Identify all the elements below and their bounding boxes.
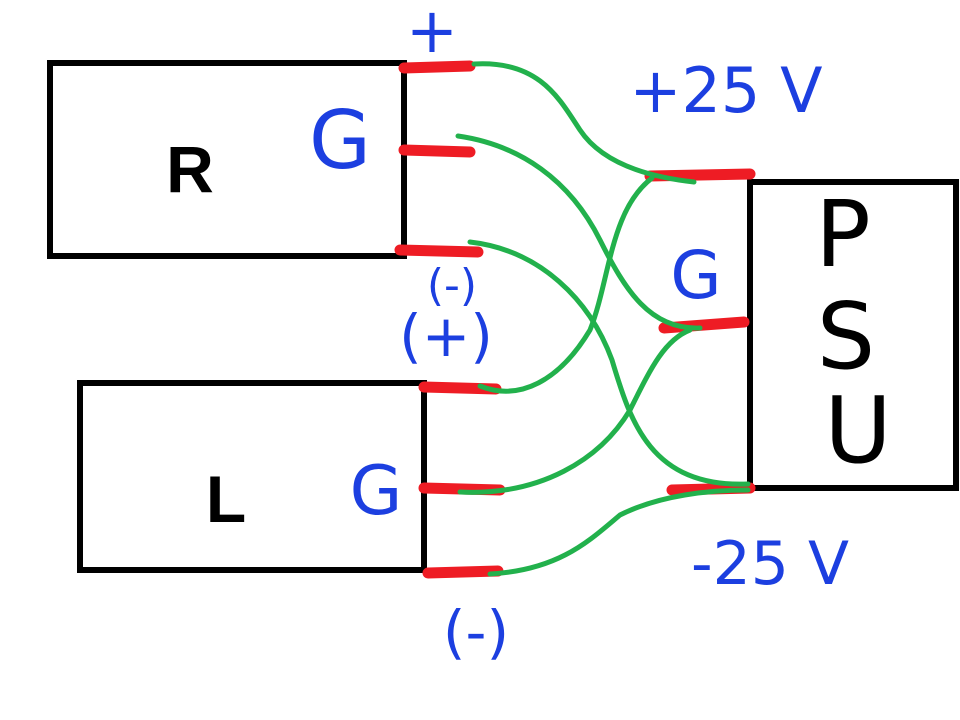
device-l: L G (77, 380, 427, 573)
device-l-label: L (206, 462, 246, 536)
device-l-ground-label: G (350, 452, 403, 531)
annotation-l-minus: (-) (443, 598, 509, 666)
annotation-l-plus: (+) (399, 302, 493, 370)
annotation-psu-positive: +25 V (630, 54, 823, 127)
pad-r-plus (398, 60, 476, 74)
pad-l-minus (422, 565, 504, 579)
annotation-psu-negative: -25 V (691, 529, 849, 599)
device-psu-box (747, 179, 959, 491)
psu-letter-u: U (824, 377, 891, 484)
device-r-label: R (166, 132, 214, 206)
wire-r-ground-to-psu-ground (455, 133, 703, 331)
wire-l-plus-to-psu-positive (477, 175, 655, 394)
wires (455, 61, 751, 577)
annotations: + (-) (+) (-) +25 V -25 V (399, 0, 849, 666)
pad-r-minus (394, 244, 484, 258)
wire-r-minus-to-psu-negative (467, 239, 751, 487)
device-r: R G (47, 60, 407, 259)
wire-l-ground-to-psu-ground (457, 327, 693, 495)
psu-letter-p: P (815, 181, 870, 288)
annotation-r-minus: (-) (427, 260, 477, 311)
device-r-ground-label: G (309, 94, 371, 187)
annotation-r-plus: + (406, 0, 458, 67)
device-r-box (47, 60, 407, 259)
device-psu: P S U G (670, 179, 959, 491)
psu-letter-s: S (817, 283, 875, 390)
psu-ground-label: G (670, 237, 721, 314)
wire-l-minus-to-psu-negative (487, 487, 751, 577)
device-l-box (77, 380, 427, 573)
wire-r-plus-to-psu-positive (471, 61, 697, 185)
pad-r-ground (398, 144, 476, 158)
